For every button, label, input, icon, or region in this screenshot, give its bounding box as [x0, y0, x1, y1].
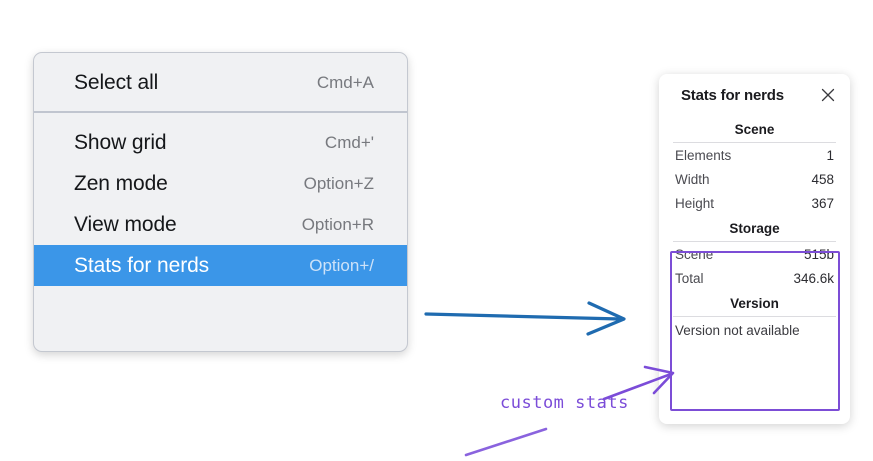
- stat-row-elements: Elements 1: [669, 143, 840, 167]
- panel-title: Stats for nerds: [681, 86, 784, 104]
- menu-item-label: Show grid: [74, 130, 167, 154]
- stat-key: Total: [675, 270, 704, 286]
- stat-row-height: Height 367: [669, 191, 840, 215]
- stat-value: 1: [826, 147, 834, 163]
- purple-underline-annotation: [464, 427, 548, 457]
- version-note: Version not available: [675, 323, 800, 338]
- blue-arrow-annotation: [424, 301, 626, 336]
- menu-item-shortcut: Cmd+': [324, 132, 374, 152]
- menu-item-view-mode[interactable]: View mode Option+R: [34, 204, 407, 245]
- menu-item-label: Stats for nerds: [74, 253, 210, 277]
- close-icon[interactable]: [818, 85, 838, 105]
- stat-key: Elements: [675, 147, 732, 163]
- menu-item-stats-for-nerds[interactable]: Stats for nerds Option+/: [34, 245, 407, 286]
- menu-item-select-all[interactable]: Select all Cmd+A: [34, 62, 407, 103]
- section-rule: [673, 241, 836, 242]
- menu-item-label: View mode: [74, 212, 177, 236]
- stat-key: Width: [675, 171, 710, 187]
- menu-item-shortcut: Option+Z: [303, 173, 374, 193]
- menu-item-show-grid[interactable]: Show grid Cmd+': [34, 122, 407, 163]
- stat-value: 458: [811, 171, 834, 187]
- menu-item-shortcut: Cmd+A: [316, 72, 374, 92]
- stat-key: Scene: [675, 246, 714, 262]
- stat-value: 346.6k: [793, 270, 834, 286]
- menu-item-label: Zen mode: [74, 171, 168, 195]
- menu-bottom-padding: [34, 286, 407, 306]
- menu-item-zen-mode[interactable]: Zen mode Option+Z: [34, 163, 407, 204]
- menu-item-shortcut: Option+/: [309, 255, 374, 275]
- stat-value: 515b: [803, 246, 834, 262]
- menu-item-label: Select all: [74, 70, 159, 94]
- stat-value: 367: [811, 195, 834, 211]
- section-title-scene: Scene: [734, 122, 775, 137]
- stats-for-nerds-panel: Stats for nerds Scene Elements 1 Width 4…: [659, 74, 850, 424]
- menu-group-secondary: Show grid Cmd+' Zen mode Option+Z View m…: [34, 113, 407, 306]
- menu-group-primary: Select all Cmd+A: [34, 53, 407, 111]
- stat-row-storage-scene: Scene 515b: [669, 242, 840, 266]
- menu-divider: [34, 111, 407, 113]
- stat-row-storage-total: Total 346.6k: [669, 266, 840, 290]
- section-title-version: Version: [730, 296, 779, 311]
- section-rule: [673, 316, 836, 317]
- panel-header: Stats for nerds: [669, 74, 840, 116]
- section-rule: [673, 142, 836, 143]
- context-menu: Select all Cmd+A Show grid Cmd+' Zen mod…: [33, 52, 408, 352]
- section-title-storage: Storage: [729, 221, 780, 236]
- stat-key: Height: [675, 195, 715, 211]
- handwritten-annotation-label: custom stats: [500, 393, 629, 413]
- stat-row-width: Width 458: [669, 167, 840, 191]
- menu-item-shortcut: Option+R: [301, 214, 374, 234]
